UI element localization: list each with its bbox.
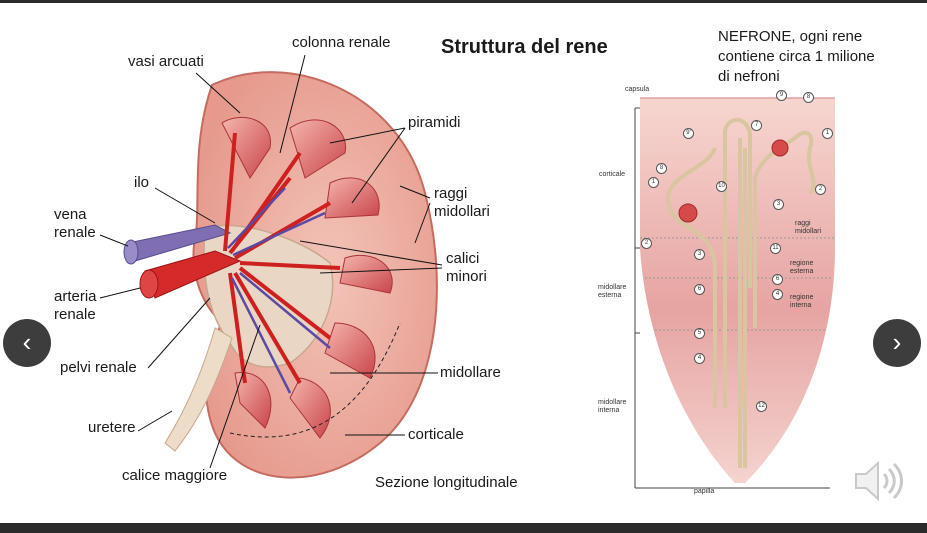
nephron-number: 1 — [822, 128, 833, 139]
label-corticale: corticale — [408, 426, 464, 443]
label-piramidi: piramidi — [408, 114, 461, 131]
nephron-number: 8 — [803, 92, 814, 103]
label-midollare: midollare — [440, 364, 501, 381]
slide-title: Struttura del rene — [441, 36, 608, 58]
nephron-number: 4 — [772, 289, 783, 300]
nephron-number: 6 — [772, 274, 783, 285]
label-sezione-longitudinale: Sezione longitudinale — [375, 474, 518, 491]
slide: Struttura del rene NEFRONE, ogni rene co… — [0, 3, 927, 523]
label-calice-maggiore: calice maggiore — [122, 467, 228, 484]
top-bar — [0, 0, 927, 3]
next-slide-button[interactable]: › — [873, 319, 921, 367]
label-calici-minori: calici minori — [446, 250, 487, 285]
nephron-number: 10 — [716, 181, 727, 192]
nephron-number: 8 — [656, 163, 667, 174]
nephron-number: 7 — [751, 120, 762, 131]
speaker-icon — [855, 460, 903, 502]
label-arteria-renale: arteria renale — [54, 288, 97, 323]
previous-slide-button[interactable]: ‹ — [3, 319, 51, 367]
nephron-number: 9 — [776, 90, 787, 101]
label-raggi-midollari: raggi midollari — [434, 185, 490, 220]
nephron-number: 1 — [648, 177, 659, 188]
chevron-right-icon: › — [892, 327, 902, 357]
nephron-number: 2 — [641, 238, 652, 249]
chevron-left-icon: ‹ — [22, 327, 32, 357]
label-uretere: uretere — [88, 419, 136, 436]
nephron-number: 4 — [694, 353, 705, 364]
nephron-title: NEFRONE, ogni rene contiene circa 1 mili… — [718, 28, 875, 85]
label-ilo: ilo — [134, 174, 150, 191]
nephron-label-papilla: papilla — [694, 488, 715, 495]
nephron-label-midollare-esterna: midollare esterna — [598, 284, 627, 299]
nephron-label-raggi-midollari: raggi midollari — [795, 220, 822, 235]
kidney-illustration — [99, 54, 443, 479]
audio-button[interactable] — [852, 458, 906, 504]
label-pelvi-renale: pelvi renale — [60, 359, 137, 376]
nephron-label-corticale: corticale — [599, 171, 626, 178]
nephron-label-regione-esterna: regione esterna — [790, 260, 814, 275]
label-vasi-arcuati: vasi arcuati — [128, 53, 204, 70]
nephron-number: 3 — [773, 199, 784, 210]
nephron-number: 9' — [683, 128, 694, 139]
nephron-number: 6 — [694, 284, 705, 295]
label-colonna-renale: colonna renale — [292, 34, 391, 51]
nephron-label-midollare-interna: midollare interna — [598, 399, 627, 414]
nephron-number: 3 — [694, 249, 705, 260]
nephron-illustration — [634, 97, 835, 489]
nephron-number: 12 — [756, 401, 767, 412]
label-vena-renale: vena renale — [54, 206, 96, 241]
nephron-label-regione-interna: regione interna — [790, 294, 814, 309]
nephron-number: 2 — [815, 184, 826, 195]
bottom-bar — [0, 523, 927, 533]
nephron-number: 11 — [770, 243, 781, 254]
nephron-label-capsula: capsula — [625, 86, 650, 93]
nephron-number: 5 — [694, 328, 705, 339]
